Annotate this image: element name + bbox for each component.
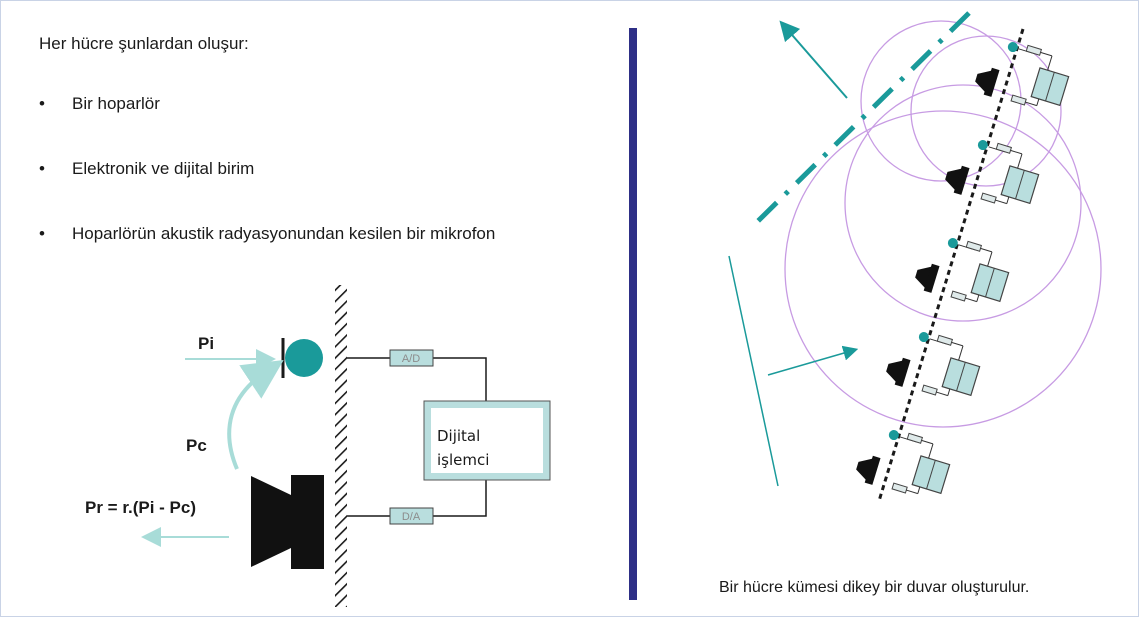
bullet-icon: • — [39, 224, 45, 243]
wavefront-line — [751, 11, 971, 228]
right-caption: Bir hücre kümesi dikey bir duvar oluştur… — [719, 579, 1030, 596]
bullet-text: Hoparlörün akustik radyasyonundan kesile… — [72, 224, 496, 243]
incident-wave-line — [728, 255, 779, 487]
cell-unit — [945, 140, 1040, 205]
bullet-item-2: • Elektronik ve dijital birim — [39, 159, 254, 179]
ad-label: A/D — [402, 353, 420, 365]
reflected-wave-arrow — [779, 20, 848, 99]
digital-processor: Dijital işlemci — [423, 400, 551, 481]
da-converter: D/A — [389, 507, 434, 525]
incident-wave-arrow — [767, 345, 859, 376]
bullet-icon: • — [39, 159, 45, 178]
wiring — [347, 357, 487, 517]
cell-unit — [975, 42, 1070, 107]
processor-label-line2: işlemci — [437, 451, 489, 469]
processor-label-line1: Dijital — [437, 427, 480, 445]
cell-unit — [886, 332, 981, 397]
loudspeaker-icon — [251, 475, 324, 569]
bullet-item-3: • Hoparlörün akustik radyasyonundan kesil… — [39, 224, 495, 244]
da-label: D/A — [402, 511, 421, 523]
cell-unit — [856, 430, 951, 495]
bullet-text: Elektronik ve dijital birim — [72, 159, 255, 178]
cell-unit — [915, 238, 1010, 303]
pr-label: Pr = r.(Pi - Pc) — [85, 498, 196, 517]
cell-wall-line — [877, 28, 1025, 502]
bullet-icon: • — [39, 94, 45, 113]
pi-label: Pi — [198, 334, 214, 353]
wall — [335, 285, 347, 607]
ad-converter: A/D — [389, 349, 434, 367]
vertical-divider — [629, 28, 637, 600]
pc-arrow — [227, 359, 284, 470]
bullet-item-1: • Bir hoparlör — [39, 94, 160, 114]
pc-label: Pc — [186, 436, 207, 455]
bullet-text: Bir hoparlör — [72, 94, 160, 113]
heading: Her hücre şunlardan oluşur: — [39, 34, 249, 53]
